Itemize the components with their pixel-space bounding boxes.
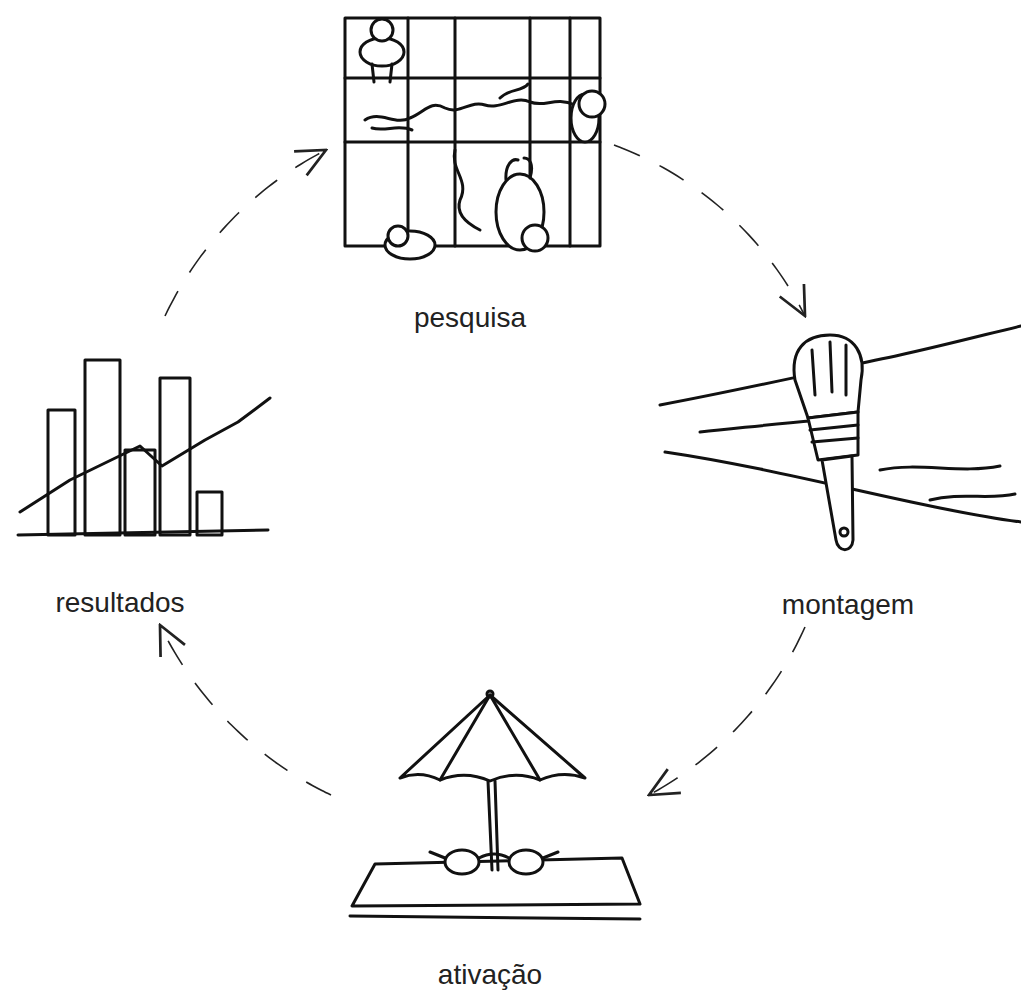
- paint-sketch: [660, 326, 1021, 550]
- umbrella-sketch: [350, 691, 640, 919]
- stage-label: montagem: [778, 588, 918, 622]
- stage-node: montagem: [675, 320, 1021, 623]
- stage-node: ativação: [335, 655, 645, 993]
- stage-label: resultados: [51, 586, 188, 620]
- stage-label: pesquisa: [410, 301, 530, 335]
- cycle-arrow: [165, 150, 326, 316]
- cycle-arrow: [614, 145, 805, 316]
- stage-label: ativação: [434, 958, 546, 992]
- chart-sketch: [18, 360, 270, 535]
- cycle-arrow: [160, 625, 331, 795]
- cycle-arrow: [649, 627, 805, 795]
- stage-node: resultados: [0, 320, 240, 621]
- stage-node: pesquisa: [330, 0, 610, 336]
- research-sketch: [345, 18, 605, 259]
